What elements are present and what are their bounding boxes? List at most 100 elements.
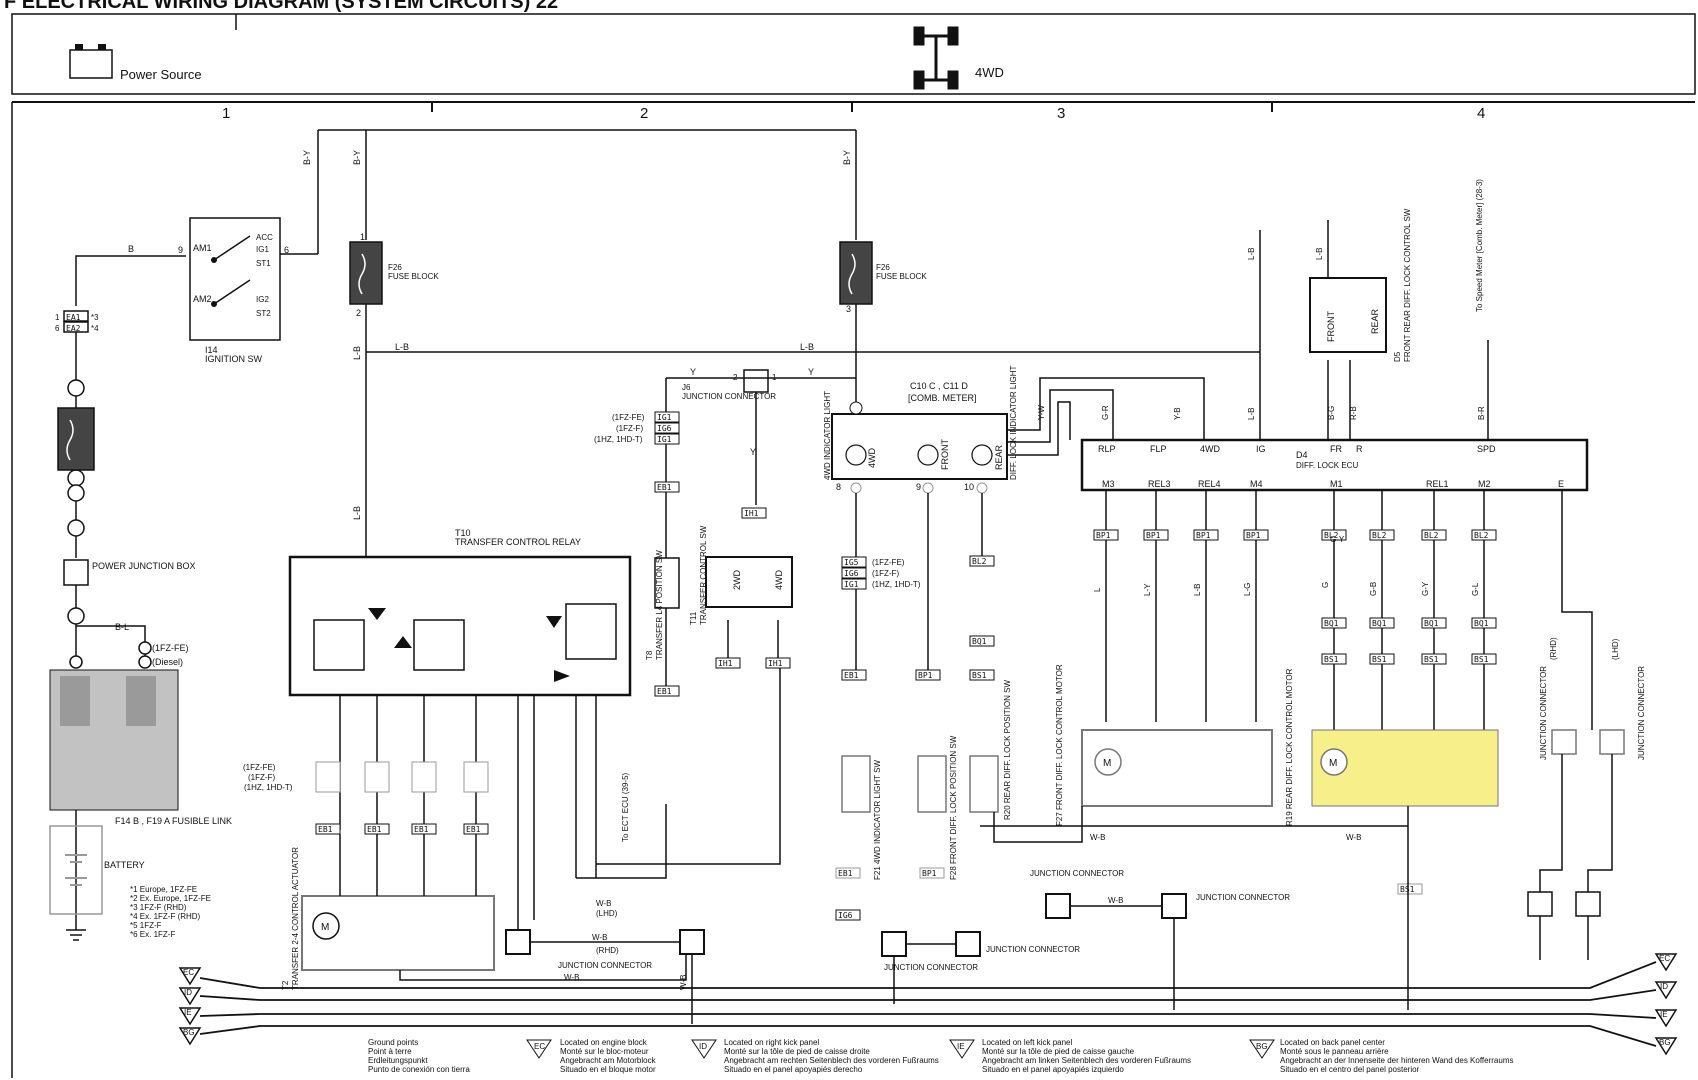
svg-text:Situado en el centro del panel: Situado en el centro del panel posterior — [1280, 1065, 1420, 1074]
svg-text:Situado en el panel apoyapiés: Situado en el panel apoyapiés izquierdo — [982, 1065, 1124, 1074]
svg-text:R19 REAR DIFF. LOCK CONTROL MO: R19 REAR DIFF. LOCK CONTROL MOTOR — [1285, 668, 1294, 826]
svg-text:B-R: B-R — [1477, 406, 1486, 420]
transfer-control-switch[interactable] — [705, 556, 793, 608]
svg-text:ID: ID — [184, 988, 192, 997]
svg-text:Punto de conexión con tierra: Punto de conexión con tierra — [368, 1065, 470, 1074]
svg-text:L-B: L-B — [352, 346, 362, 360]
svg-text:G-Y: G-Y — [1330, 535, 1345, 544]
footnotes: *1 Europe, 1FZ-FE *2 Ex. Europe, 1FZ-FE … — [130, 885, 211, 939]
svg-text:FRONT: FRONT — [1326, 311, 1336, 342]
svg-text:*4 Ex. 1FZ-F (RHD): *4 Ex. 1FZ-F (RHD) — [130, 912, 201, 921]
svg-text:AM1: AM1 — [193, 243, 212, 253]
svg-text:EB1: EB1 — [657, 687, 672, 696]
svg-text:AM2: AM2 — [193, 294, 212, 304]
header-box — [11, 13, 1696, 95]
svg-text:Located on left kick panel: Located on left kick panel — [982, 1038, 1073, 1047]
svg-text:EC: EC — [183, 968, 194, 977]
ecu-connectors: BP1 BP1 BP1 BP1 BL2 BL2 BL2 BL2 BQ1 BQ1 … — [1093, 529, 1497, 665]
svg-text:BS1: BS1 — [1324, 655, 1339, 664]
svg-text:(1FZ-FE): (1FZ-FE) — [152, 643, 189, 653]
svg-text:Angebracht an der Innenseite d: Angebracht an der Innenseite der hintere… — [1280, 1056, 1513, 1065]
svg-text:IH1: IH1 — [768, 659, 783, 668]
svg-text:FUSE BLOCK: FUSE BLOCK — [876, 272, 927, 281]
svg-text:IG6: IG6 — [657, 424, 672, 433]
svg-text:E: E — [1558, 479, 1564, 489]
svg-text:*3 1FZ-F (RHD): *3 1FZ-F (RHD) — [130, 903, 187, 912]
svg-text:IG1: IG1 — [657, 435, 672, 444]
svg-text:9: 9 — [178, 245, 183, 255]
svg-text:EB1: EB1 — [838, 869, 853, 878]
svg-text:Located on back panel center: Located on back panel center — [1280, 1038, 1385, 1047]
svg-text:T8: T8 — [645, 650, 654, 660]
svg-text:BP1: BP1 — [918, 671, 933, 680]
svg-text:Ground points: Ground points — [368, 1038, 418, 1047]
svg-text:(1HZ, 1HD-T): (1HZ, 1HD-T) — [244, 783, 293, 792]
svg-text:M: M — [1329, 758, 1337, 769]
svg-text:Monté sur la tôle de pied de c: Monté sur la tôle de pied de caisse gauc… — [982, 1047, 1135, 1056]
fuse-f26-right — [839, 241, 873, 305]
svg-text:JUNCTION CONNECTOR: JUNCTION CONNECTOR — [1637, 666, 1646, 760]
svg-text:(LHD): (LHD) — [1611, 638, 1620, 660]
svg-text:2: 2 — [733, 373, 738, 382]
svg-text:M4: M4 — [1250, 479, 1263, 489]
svg-text:SPD: SPD — [1477, 444, 1496, 454]
junction-j1-mid — [1045, 893, 1071, 919]
svg-text:(LHD): (LHD) — [596, 909, 618, 918]
svg-text:BP1: BP1 — [1146, 531, 1161, 540]
svg-text:W-B: W-B — [1090, 833, 1105, 842]
svg-text:Y: Y — [690, 367, 696, 377]
svg-text:*2 Ex. Europe, 1FZ-FE: *2 Ex. Europe, 1FZ-FE — [130, 894, 211, 903]
svg-text:W-B: W-B — [679, 975, 688, 990]
svg-text:BP1: BP1 — [1196, 531, 1211, 540]
svg-text:(1FZ-F): (1FZ-F) — [616, 424, 643, 433]
svg-text:BQ1: BQ1 — [972, 637, 987, 646]
svg-text:F28 FRONT DIFF. LOCK POSITION: F28 FRONT DIFF. LOCK POSITION SW — [949, 735, 958, 880]
svg-text:J6: J6 — [682, 383, 691, 392]
svg-text:BQ1: BQ1 — [1372, 619, 1387, 628]
svg-text:6: 6 — [284, 245, 289, 255]
svg-text:BS1: BS1 — [1474, 655, 1489, 664]
svg-text:Monté sous le panneau arrière: Monté sous le panneau arrière — [1280, 1047, 1389, 1056]
svg-text:EA1: EA1 — [66, 313, 81, 322]
svg-text:JUNCTION CONNECTOR: JUNCTION CONNECTOR — [986, 945, 1080, 954]
svg-text:DIFF. LOCK INDICATOR LIGHT: DIFF. LOCK INDICATOR LIGHT — [1009, 366, 1018, 480]
svg-text:EB1: EB1 — [414, 825, 429, 834]
speed-meter-label: To Speed Meter [Comb. Meter] (28-3) — [1475, 179, 1484, 312]
junction-j3-right — [955, 931, 981, 957]
svg-text:ID: ID — [1660, 982, 1668, 991]
svg-text:JUNCTION CONNECTOR: JUNCTION CONNECTOR — [1030, 869, 1124, 878]
svg-text:BQ1: BQ1 — [1424, 619, 1439, 628]
fusible-link-label: F14 B , F19 A FUSIBLE LINK — [115, 816, 232, 826]
svg-text:IE: IE — [184, 1008, 192, 1017]
svg-text:T10: T10 — [455, 528, 471, 538]
battery-icon — [69, 44, 113, 79]
svg-text:1: 1 — [772, 373, 777, 382]
ground-bus — [199, 961, 1657, 1047]
svg-text:W-B: W-B — [596, 899, 611, 908]
svg-text:B-Y: B-Y — [352, 150, 362, 165]
svg-text:W-B: W-B — [1108, 896, 1123, 905]
svg-text:IG6: IG6 — [844, 569, 859, 578]
4wd-icon — [913, 26, 959, 90]
svg-text:Erdleitungspunkt: Erdleitungspunkt — [368, 1056, 428, 1065]
transfer-l4-position-switch[interactable] — [654, 557, 680, 609]
svg-text:IG5: IG5 — [844, 558, 859, 567]
svg-text:B: B — [128, 244, 134, 254]
diff-lock-control-switch[interactable] — [1309, 277, 1387, 353]
svg-text:(1FZ-F): (1FZ-F) — [872, 569, 899, 578]
battery — [49, 825, 103, 915]
svg-text:W-B: W-B — [564, 973, 579, 982]
svg-text:8: 8 — [836, 482, 841, 492]
column-2: 2 — [640, 105, 648, 122]
svg-text:IG2: IG2 — [256, 295, 269, 304]
svg-text:L-B: L-B — [1247, 248, 1256, 260]
svg-text:Y: Y — [750, 447, 756, 457]
svg-text:FRONT REAR DIFF. LOCK CONTROL: FRONT REAR DIFF. LOCK CONTROL SW — [1403, 208, 1412, 362]
svg-text:1: 1 — [55, 313, 60, 322]
svg-text:BL2: BL2 — [1424, 531, 1439, 540]
svg-text:G-R: G-R — [1101, 405, 1110, 420]
svg-text:M2: M2 — [1478, 479, 1491, 489]
svg-text:Monté sur le bloc-moteur: Monté sur le bloc-moteur — [560, 1047, 649, 1056]
svg-text:2WD: 2WD — [732, 570, 742, 591]
